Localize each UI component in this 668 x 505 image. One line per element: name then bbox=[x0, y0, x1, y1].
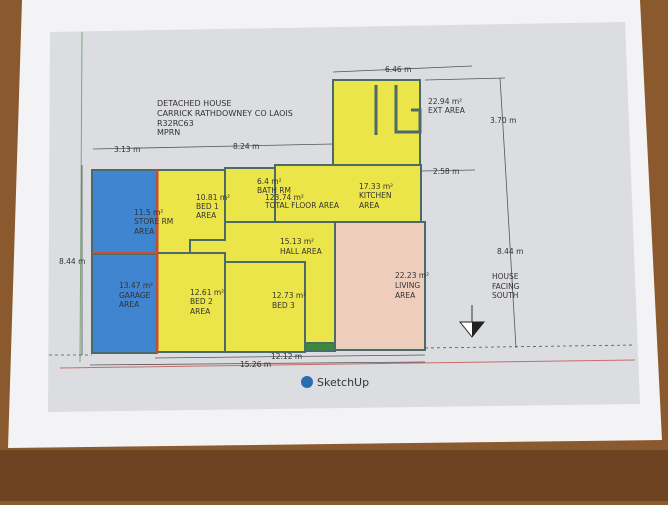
dim-ext-width: 6.46 m bbox=[385, 65, 411, 74]
bed3-label: BED 3 bbox=[272, 301, 295, 310]
ext-area-label: EXT AREA bbox=[428, 106, 466, 115]
room-garage bbox=[91, 253, 158, 354]
dim-ext-depth: 3.70 m bbox=[490, 116, 516, 125]
dim-depth-left: 8.44 m bbox=[59, 257, 85, 266]
dim-left-width: 3.13 m bbox=[114, 145, 140, 154]
bed2-area-value: 12.61 m² bbox=[190, 288, 224, 297]
bed2-label-2: AREA bbox=[190, 307, 211, 316]
room-bath bbox=[224, 167, 276, 224]
room-bed3 bbox=[224, 261, 306, 353]
total-area-label: TOTAL FLOOR AREA bbox=[264, 201, 340, 210]
south-arrow-icon bbox=[458, 305, 486, 338]
bed1-label-2: AREA bbox=[196, 211, 217, 220]
room-living bbox=[334, 221, 426, 351]
living-label-1: LIVING bbox=[395, 281, 420, 290]
bed1-label-1: BED 1 bbox=[196, 202, 219, 211]
dimension-lines bbox=[49, 65, 636, 366]
bath-area-value: 6.4 m² bbox=[257, 177, 282, 186]
garage-label-1: GARAGE bbox=[119, 291, 151, 300]
store-area-value: 11.5 m² bbox=[134, 208, 163, 217]
sketchup-logo-text: SketchUp bbox=[317, 376, 369, 389]
dim-house-width: 12.12 m bbox=[271, 352, 302, 361]
ext-partitions bbox=[374, 85, 422, 135]
total-area-value: 123.74 m² bbox=[265, 193, 304, 202]
header-line-2: CARRICK RATHDOWNEY CO LAOIS bbox=[157, 109, 293, 118]
kitchen-label-2: AREA bbox=[359, 201, 380, 210]
header-line-4: MPRN bbox=[157, 128, 180, 137]
header-line-1: DETACHED HOUSE bbox=[157, 99, 231, 108]
header-line-3: R32RC63 bbox=[157, 119, 194, 128]
orientation-line-3: SOUTH bbox=[492, 291, 518, 300]
bed3-area-value: 12.73 m² bbox=[272, 291, 306, 300]
bath-label: BATH RM bbox=[257, 186, 291, 195]
orientation-line-2: FACING bbox=[492, 282, 520, 291]
sketchup-logo: SketchUp bbox=[301, 376, 369, 389]
room-store bbox=[91, 169, 158, 255]
store-label-1: STORE RM bbox=[134, 217, 173, 226]
dim-step: 2.58 m bbox=[433, 167, 459, 176]
axis-green bbox=[79, 31, 83, 363]
hall-area-value: 15.13 m² bbox=[280, 237, 314, 246]
room-bed2 bbox=[156, 252, 226, 353]
bed1-area-value: 10.81 m² bbox=[196, 193, 230, 202]
room-green-strip bbox=[304, 342, 336, 352]
kitchen-area-value: 17.33 m² bbox=[359, 182, 393, 191]
ext-area-value: 22.94 m² bbox=[428, 97, 462, 106]
orientation-line-1: HOUSE bbox=[492, 272, 519, 281]
dim-site-width: 15.26 m bbox=[240, 360, 271, 369]
living-label-2: AREA bbox=[395, 291, 416, 300]
bed2-label-1: BED 2 bbox=[190, 297, 213, 306]
axis-red bbox=[59, 359, 636, 369]
room-kitchen bbox=[274, 164, 422, 223]
sketchup-icon bbox=[301, 376, 313, 388]
living-area-value: 22.23 m² bbox=[395, 271, 429, 280]
garage-label-2: AREA bbox=[119, 300, 140, 309]
store-label-2: AREA bbox=[134, 227, 155, 236]
dim-depth-right: 8.44 m bbox=[497, 247, 523, 256]
table-edge bbox=[0, 450, 668, 501]
kitchen-label-1: KITCHEN bbox=[359, 191, 392, 200]
hall-label: HALL AREA bbox=[280, 247, 323, 256]
garage-area-value: 13.47 m² bbox=[119, 281, 153, 290]
dim-mid-width: 8.24 m bbox=[233, 142, 259, 151]
